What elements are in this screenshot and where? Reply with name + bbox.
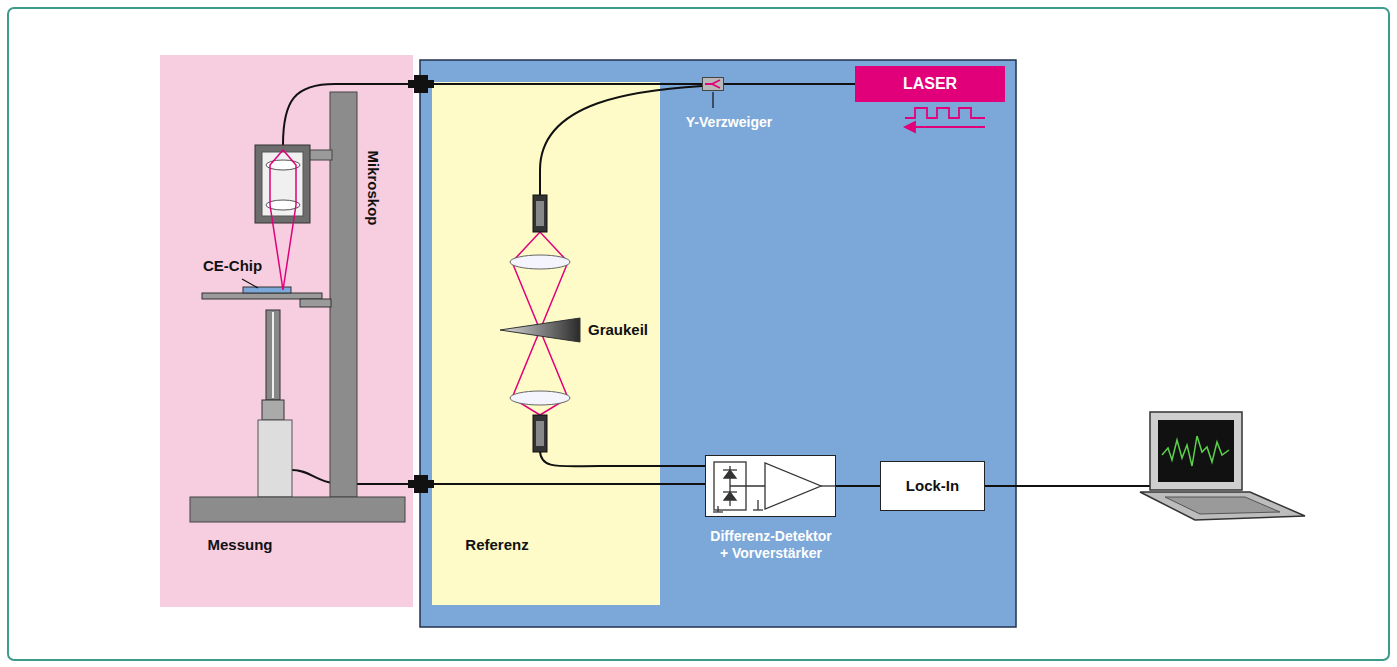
fibers xyxy=(428,83,702,85)
pulse-symbol xyxy=(907,126,985,128)
pulse-symbol xyxy=(905,108,985,118)
detector-symbol xyxy=(765,463,821,509)
microscope-stand xyxy=(190,92,405,522)
detector-box: Differenz-Detektor + Vorverstärker xyxy=(705,455,836,517)
reference-optics xyxy=(500,195,580,452)
microscope-stand xyxy=(330,92,357,497)
microscope-stand xyxy=(190,497,405,522)
detector-symbol xyxy=(724,492,736,500)
lockin-box: Lock-In xyxy=(880,461,985,511)
detector-symbol xyxy=(757,500,758,510)
reference-optics xyxy=(536,421,544,446)
detector-symbol xyxy=(723,491,737,492)
part-label: Mikroskop xyxy=(363,150,381,225)
laptop-icon xyxy=(1140,412,1305,520)
fibers xyxy=(540,450,705,466)
part-label: Graukeil xyxy=(588,321,648,339)
laptop-icon xyxy=(1162,436,1229,466)
fibers xyxy=(283,84,1150,486)
reference-optics xyxy=(500,318,580,342)
region-band: Messung xyxy=(160,55,413,607)
microscope-stand xyxy=(262,400,284,420)
laptop-icon xyxy=(1150,412,1242,490)
region-grounds xyxy=(420,60,1016,627)
fiber-plug xyxy=(408,480,434,488)
node-label: Messung xyxy=(190,536,290,554)
leader-line xyxy=(712,92,713,108)
light-rays xyxy=(270,150,296,290)
fiber-plug xyxy=(408,80,434,88)
laser-box: LASER xyxy=(855,66,1005,102)
node-label: Y-Verzweiger xyxy=(659,114,799,131)
reference-optics xyxy=(536,201,544,226)
microscope-stand xyxy=(272,312,274,398)
part-label: CE-Chip xyxy=(203,257,262,275)
laptop-icon xyxy=(1158,420,1234,482)
fiber-connector xyxy=(836,485,880,487)
laptop-icon xyxy=(1140,492,1305,520)
microscope-stand xyxy=(300,299,331,307)
region-grounds xyxy=(160,55,1016,627)
microscope-stand xyxy=(262,152,303,216)
region-band: Referenz xyxy=(432,82,660,605)
pulse-symbol xyxy=(905,108,985,132)
fibers xyxy=(985,485,1150,487)
region-grounds xyxy=(160,55,413,607)
detector-symbol xyxy=(713,511,723,512)
detector-symbol xyxy=(821,485,836,486)
region-grounds xyxy=(432,82,660,605)
detector-symbol xyxy=(705,455,836,517)
frame xyxy=(8,8,1389,660)
microscope-stand xyxy=(308,150,332,160)
detector-symbol xyxy=(723,469,737,470)
reference-optics xyxy=(533,195,547,232)
fibers xyxy=(540,86,702,195)
microscope-stand xyxy=(202,293,322,299)
microscope-stand xyxy=(266,160,300,170)
coupler-box: Y-Verzweiger xyxy=(702,77,724,91)
pulse-symbol xyxy=(905,122,915,132)
laptop-icon xyxy=(1165,497,1280,514)
reference-optics xyxy=(533,415,547,452)
fiber-plug xyxy=(408,75,434,493)
reference-optics xyxy=(510,391,570,405)
microscope-stand xyxy=(266,310,280,400)
fibers xyxy=(428,483,705,485)
microscope-stand xyxy=(258,420,292,497)
leader-line xyxy=(242,279,258,288)
fiber-connector xyxy=(724,83,855,85)
y-coupler-symbol xyxy=(702,77,724,91)
node-label: Differenz-Detektor + Vorverstärker xyxy=(691,528,851,562)
detector-symbol xyxy=(724,470,736,478)
y-coupler-symbol xyxy=(705,80,720,88)
frame xyxy=(8,8,1389,660)
node-label: Lock-In xyxy=(906,477,959,495)
y-coupler-symbol xyxy=(702,77,724,91)
detector-symbol xyxy=(705,455,836,517)
detector-symbol xyxy=(717,506,718,512)
detector-symbol xyxy=(730,485,765,486)
light-rays xyxy=(270,150,568,415)
microscope-stand xyxy=(255,145,310,223)
node-label: LASER xyxy=(903,74,957,93)
detector-symbol xyxy=(753,509,763,510)
reference-optics xyxy=(510,255,570,269)
node-label: Referenz xyxy=(447,536,547,554)
leader-line xyxy=(242,92,713,288)
